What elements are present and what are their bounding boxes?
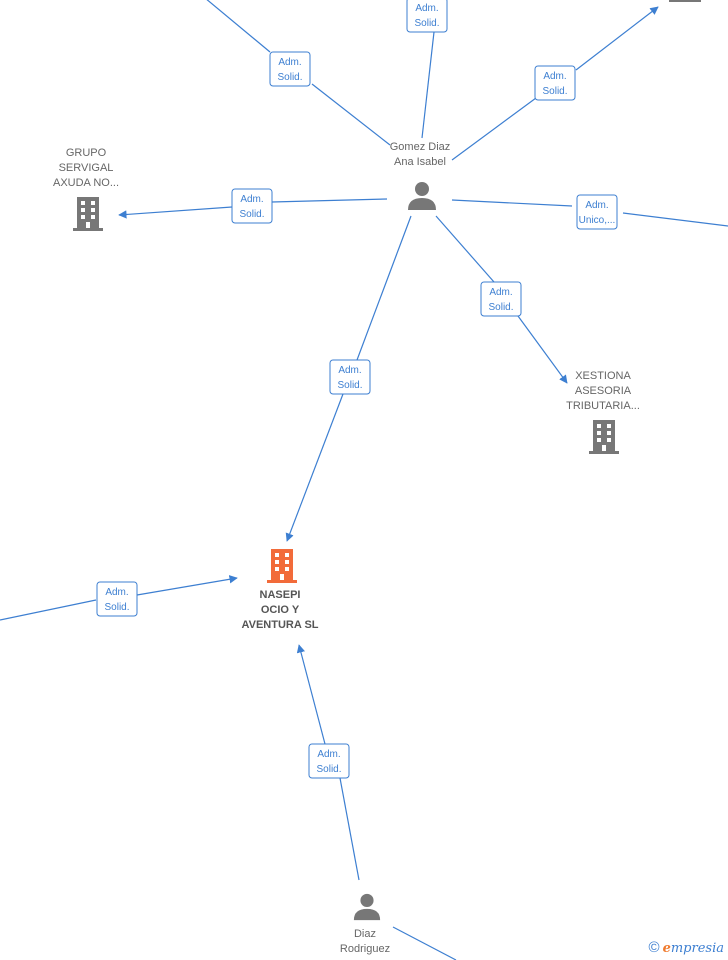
edge-role-label[interactable]: Adm. Solid. [480,281,522,317]
name-line: NASEPI [259,589,301,601]
person-label-gomez-diaz[interactable]: Gomez Diaz Ana Isabel [390,140,451,170]
edge-role-text: Adm. [489,287,512,298]
name-line: Rodriguez [339,943,391,955]
name-line: GRUPO [65,147,107,159]
relationship-edge [421,31,435,139]
person-label-diaz-rodriguez[interactable]: Diaz Rodriguez [340,927,390,957]
edge-role-text: Solid. [104,602,129,613]
relationship-edge [118,206,233,219]
edge-role-text: Solid. [542,86,567,97]
relationship-edge [285,393,344,542]
relationship-edge [271,198,388,203]
edge-role-text: Adm. [278,57,301,68]
relationship-edge [356,215,412,361]
name-line: SERVIGAL [58,162,114,174]
edge-role-label[interactable]: Adm. Solid. [269,51,311,87]
edge-role-label[interactable]: Adm. Unico,... [576,194,618,230]
edge-role-text: Adm. [585,200,608,211]
name-line: Diaz [353,928,377,940]
edge-role-text: Solid. [488,302,513,313]
person-icon[interactable] [406,180,438,212]
edge-role-label[interactable]: Adm. Solid. [329,359,371,395]
relationship-edge [451,199,573,207]
copyright-icon: © [648,939,660,956]
edge-role-text: Adm. [105,587,128,598]
edge-role-label[interactable]: Adm. Solid. [308,743,350,779]
relationship-edge [451,97,537,161]
edge-role-text: Unico,... [579,215,616,226]
relationship-edge [517,315,568,384]
building-icon[interactable] [588,419,620,455]
edge-role-text: Solid. [414,18,439,29]
name-line: AVENTURA SL [241,619,319,631]
name-line: Gomez Diaz [389,141,451,153]
name-line: Ana Isabel [394,156,446,168]
relationship-edge [206,0,271,53]
edge-role-label[interactable]: Adm. Solid. [534,65,576,101]
edge-role-text: Solid. [239,209,264,220]
relationship-edge [311,83,391,146]
edge-role-label[interactable]: Adm. Solid. [406,0,448,33]
company-label-grupo-servigal[interactable]: GRUPO SERVIGAL AXUDA NO... [53,146,119,191]
relationship-edge [0,599,97,621]
relationship-edge [575,6,659,71]
relationship-edge [296,644,326,745]
edge-role-label[interactable]: Adm. Solid. [231,188,273,224]
name-line: XESTIONA [575,370,631,382]
main-company-building-icon[interactable] [266,548,298,584]
brand-name: empresia [662,941,724,956]
edge-role-text: Solid. [277,72,302,83]
main-company-label-nasepi[interactable]: NASEPI OCIO Y AVENTURA SL [242,588,319,633]
building-icon[interactable] [668,0,702,2]
relationship-edge [339,777,360,881]
edge-role-text: Adm. [338,365,361,376]
relationship-edge [435,215,495,283]
edge-role-text: Adm. [240,194,263,205]
relationship-edge [392,926,457,960]
name-line: OCIO Y [260,604,300,616]
building-icon[interactable] [72,196,104,232]
name-line: TRIBUTARIA... [566,400,640,412]
person-icon[interactable] [352,892,382,922]
copyright-brand[interactable]: ©empresia [649,939,724,956]
relationship-edge [622,212,728,227]
name-line: ASESORIA [574,385,632,397]
edge-role-label[interactable]: Adm. Solid. [96,581,138,617]
edge-role-text: Solid. [316,764,341,775]
edge-role-text: Adm. [543,71,566,82]
relationship-edge [136,575,238,596]
edge-role-text: Adm. [415,3,438,14]
edge-role-text: Solid. [337,380,362,391]
name-line: AXUDA NO... [52,177,120,189]
edge-role-text: Adm. [317,749,340,760]
company-label-xestiona[interactable]: XESTIONA ASESORIA TRIBUTARIA... [566,369,640,414]
